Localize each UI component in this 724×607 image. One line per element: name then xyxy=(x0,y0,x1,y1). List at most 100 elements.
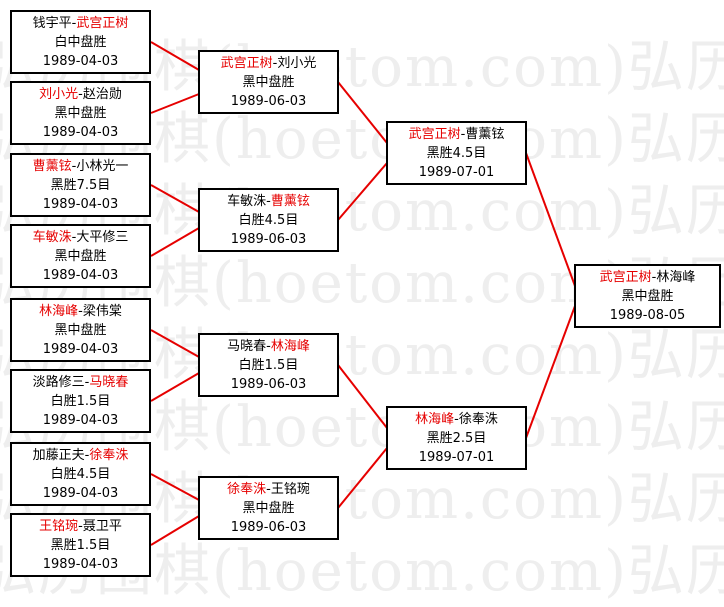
player-name: 梁伟棠 xyxy=(82,303,122,319)
player-name: 淡路修三 xyxy=(32,374,85,390)
match-box-quarterfinal: 马晓春-林海峰 白胜1.5目 1989-06-03 xyxy=(198,333,339,397)
match-date: 1989-06-03 xyxy=(230,519,307,535)
connector-line xyxy=(150,329,200,358)
match-box-final: 武宫正树-林海峰 黑中盘胜 1989-08-05 xyxy=(574,264,721,328)
connector-line xyxy=(150,41,200,71)
match-result: 黑胜2.5目 xyxy=(426,430,487,446)
match-result: 白中盘胜 xyxy=(54,34,107,50)
match-result: 黑中盘胜 xyxy=(242,500,295,516)
match-date: 1989-04-03 xyxy=(42,124,119,140)
match-players: 车敏洙-曹薰铉 xyxy=(227,193,310,209)
bracket-connectors xyxy=(150,41,576,546)
player-name: 曹薰铉 xyxy=(465,126,505,142)
match-date: 1989-07-01 xyxy=(418,449,495,465)
match-date: 1989-06-03 xyxy=(230,93,307,109)
player-name: 马晓春 xyxy=(89,374,129,390)
connector-line xyxy=(150,184,200,213)
connector-line xyxy=(337,364,388,429)
player-name: 曹薰铉 xyxy=(270,193,310,209)
match-date: 1989-06-03 xyxy=(230,376,307,392)
match-date: 1989-08-05 xyxy=(609,307,686,323)
match-result: 黑中盘胜 xyxy=(54,248,107,264)
player-name: 马晓春 xyxy=(227,338,267,354)
match-date: 1989-04-03 xyxy=(42,196,119,212)
match-box-semifinal: 林海峰-徐奉洙 黑胜2.5目 1989-07-01 xyxy=(386,406,527,470)
match-players: 徐奉洙-王铭琬 xyxy=(227,481,310,497)
connector-line xyxy=(337,447,388,509)
match-box-round1: 钱宇平-武宫正树 白中盘胜 1989-04-03 xyxy=(10,10,151,74)
player-name: 徐奉洙 xyxy=(89,447,129,463)
player-name: 曹薰铉 xyxy=(32,158,72,174)
match-date: 1989-06-03 xyxy=(230,231,307,247)
player-name: 武宫正树 xyxy=(408,126,461,142)
player-name: 王铭琬 xyxy=(39,518,79,534)
player-name: 林海峰 xyxy=(270,338,310,354)
player-name: 武宫正树 xyxy=(599,269,652,285)
match-players: 马晓春-林海峰 xyxy=(227,338,310,354)
match-players: 刘小光-赵治勋 xyxy=(39,86,122,102)
connector-line xyxy=(150,473,200,501)
match-box-round1: 曹薰铉-小林光一 黑胜7.5目 1989-04-03 xyxy=(10,153,151,217)
player-name: 车敏洙 xyxy=(32,229,72,245)
match-result: 黑胜7.5目 xyxy=(50,177,111,193)
match-date: 1989-04-03 xyxy=(42,485,119,501)
match-players: 淡路修三-马晓春 xyxy=(32,374,129,390)
match-players: 王铭琬-聂卫平 xyxy=(39,518,122,534)
player-name: 钱宇平 xyxy=(32,15,72,31)
connector-line xyxy=(150,93,200,114)
match-result: 白胜4.5目 xyxy=(238,212,299,228)
match-date: 1989-04-03 xyxy=(42,267,119,283)
match-box-quarterfinal: 徐奉洙-王铭琬 黑中盘胜 1989-06-03 xyxy=(198,476,339,540)
match-box-round1: 刘小光-赵治勋 黑中盘胜 1989-04-03 xyxy=(10,81,151,145)
match-players: 武宫正树-曹薰铉 xyxy=(408,126,505,142)
connector-line xyxy=(525,152,576,287)
match-result: 白胜1.5目 xyxy=(50,393,111,409)
match-date: 1989-04-03 xyxy=(42,412,119,428)
match-box-semifinal: 武宫正树-曹薰铉 黑胜4.5目 1989-07-01 xyxy=(386,121,527,185)
match-players: 曹薰铉-小林光一 xyxy=(32,158,129,174)
connector-line xyxy=(150,227,200,257)
player-name: 武宫正树 xyxy=(76,15,129,31)
player-name: 林海峰 xyxy=(415,411,455,427)
match-result: 黑中盘胜 xyxy=(54,322,107,338)
player-name: 武宫正树 xyxy=(220,55,273,71)
match-players: 武宫正树-刘小光 xyxy=(220,55,317,71)
match-box-round1: 车敏洙-大平修三 黑中盘胜 1989-04-03 xyxy=(10,224,151,288)
connector-line xyxy=(337,81,388,144)
match-box-round1: 王铭琬-聂卫平 黑胜1.5目 1989-04-03 xyxy=(10,513,151,577)
connector-line xyxy=(337,162,388,221)
match-box-quarterfinal: 武宫正树-刘小光 黑中盘胜 1989-06-03 xyxy=(198,50,339,114)
player-name: 刘小光 xyxy=(277,55,317,71)
player-name: 小林光一 xyxy=(76,158,129,174)
player-name: 聂卫平 xyxy=(82,518,122,534)
player-name: 林海峰 xyxy=(39,303,79,319)
player-name: 赵治勋 xyxy=(82,86,122,102)
match-result: 黑中盘胜 xyxy=(242,74,295,90)
match-result: 白胜1.5目 xyxy=(238,357,299,373)
match-date: 1989-04-03 xyxy=(42,556,119,572)
match-result: 黑中盘胜 xyxy=(621,288,674,304)
player-name: 林海峰 xyxy=(656,269,696,285)
match-players: 钱宇平-武宫正树 xyxy=(32,15,129,31)
match-result: 黑胜4.5目 xyxy=(426,145,487,161)
match-result: 黑胜1.5目 xyxy=(50,537,111,553)
match-players: 武宫正树-林海峰 xyxy=(599,269,696,285)
match-box-round1: 林海峰-梁伟棠 黑中盘胜 1989-04-03 xyxy=(10,298,151,362)
match-box-round1: 淡路修三-马晓春 白胜1.5目 1989-04-03 xyxy=(10,369,151,433)
player-name: 刘小光 xyxy=(39,86,79,102)
match-date: 1989-04-03 xyxy=(42,341,119,357)
match-date: 1989-04-03 xyxy=(42,53,119,69)
match-box-round1: 加藤正夫-徐奉洙 白胜4.5目 1989-04-03 xyxy=(10,442,151,506)
connector-line xyxy=(150,515,200,546)
player-name: 王铭琬 xyxy=(270,481,310,497)
player-name: 车敏洙 xyxy=(227,193,267,209)
match-box-quarterfinal: 车敏洙-曹薰铉 白胜4.5目 1989-06-03 xyxy=(198,188,339,252)
player-name: 加藤正夫 xyxy=(32,447,85,463)
match-players: 林海峰-梁伟棠 xyxy=(39,303,122,319)
match-result: 黑中盘胜 xyxy=(54,105,107,121)
match-date: 1989-07-01 xyxy=(418,164,495,180)
match-players: 加藤正夫-徐奉洙 xyxy=(32,447,129,463)
player-name: 徐奉洙 xyxy=(227,481,267,497)
connector-line xyxy=(525,305,576,439)
connector-line xyxy=(150,372,200,402)
